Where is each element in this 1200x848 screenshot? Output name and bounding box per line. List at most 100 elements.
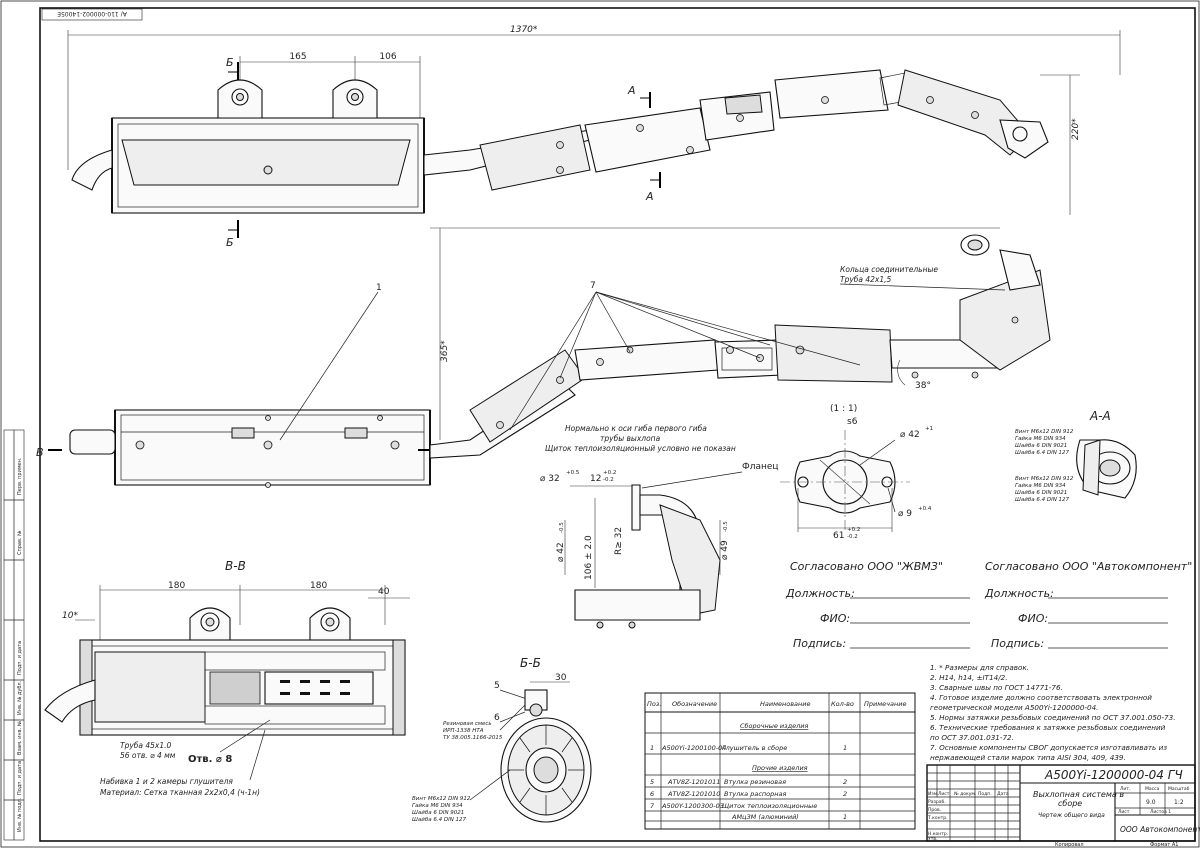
aa-bolt1-line: Винт М6х12 DIN 912 [1015, 429, 1074, 435]
section-vv-title: В-В [225, 559, 246, 573]
approval-left-signature: Подпись: [793, 637, 846, 650]
spec-table: Поз. Обозначение Наименование Кол-во При… [644, 692, 916, 830]
tb-name-1: Выхлопная система в [1033, 790, 1124, 799]
note-line: нержавеющей стали марок типа AISI 304, 4… [930, 753, 1126, 762]
top-view: 1370* 165 106 Б Б [67, 25, 1121, 249]
pipe-dim-12-up: +0.2 [603, 470, 616, 476]
aa-bolt2-line: Винт М6х12 DIN 912 [1015, 476, 1074, 482]
spec-row-qty: 1 [843, 813, 847, 821]
spec-header: Поз. [647, 700, 661, 708]
tb-mass: Масса [1145, 786, 1160, 792]
section-aa-title: А-А [1089, 409, 1111, 423]
vv-mat-note-2: Материал: Сетка тканная 2х2х0,4 (ч-1н) [100, 788, 260, 797]
heat-shield [774, 69, 889, 119]
approval-right-name: ФИО: [1018, 612, 1048, 625]
flange-scale: (1 : 1) [830, 404, 857, 414]
note-line: 4. Готовое изделие должно соответствоват… [930, 693, 1152, 702]
tailpipe [71, 149, 113, 191]
front-view: 365* В В [36, 227, 1051, 488]
bb-bolt-line: Шайба 6.4 DIN 127 [412, 817, 467, 823]
note-line: геометрической модели А500Yi-1200000-04. [930, 703, 1098, 712]
vv-holes: Отв. ⌀ 8 [188, 754, 232, 765]
heat-shield [479, 124, 591, 191]
pipe-d42: ⌀ 42 [556, 542, 566, 562]
spec-header: Обозначение [672, 700, 717, 708]
flange-d42: ⌀ 42 [900, 430, 920, 440]
spec-row-name: Щиток теплоизоляционные [722, 802, 817, 810]
section-b-top: Б [226, 56, 234, 69]
pipe-dim-12: 12 [590, 474, 601, 484]
spec-row-pos: 1 [650, 744, 654, 752]
tb-label: Дата [997, 791, 1009, 797]
note-line: 1. * Размеры для справок. [930, 663, 1029, 672]
section-bb-title: Б-Б [520, 656, 541, 670]
vv-pipe-note-1: Труба 45х1.0 [120, 741, 172, 750]
spec-row-pos: 6 [650, 790, 654, 798]
flange-d9: ⌀ 9 [898, 509, 912, 519]
rings-note-1: Кольца соединительные [840, 265, 938, 274]
spec-section: Прочие изделия [752, 764, 808, 772]
note-line: 3. Сварные швы по ГОСТ 14771-76. [930, 683, 1063, 692]
tb-mass-value: 9.0 [1146, 799, 1156, 806]
spec-row-pos: 7 [650, 802, 655, 810]
flange-width-up: +0.2 [847, 527, 860, 533]
section-bb: Б-Б 30 5 6 Резиновая смесь ИРП-1338 НТА … [412, 656, 592, 823]
section-b-bottom: Б [226, 236, 234, 249]
note-line: по ОСТ 37.001.031-72. [930, 733, 1014, 742]
flange-d9-tol: +0.4 [918, 506, 932, 512]
callout-1: 1 [376, 283, 382, 293]
flange-detail: (1 : 1) s6 Фланец ⌀ 42 +1 ⌀ 9 +0.4 61 +0… [641, 404, 933, 541]
bb-rubber-line: ТУ 38.005.1166-2015 [443, 735, 503, 741]
pipe-d32-tol: +0.5 [566, 470, 580, 476]
spec-header: Примечание [864, 700, 906, 708]
vv-dim-10: 10* [62, 611, 78, 621]
note-line: 7. Основные компоненты СВОГ допускается … [930, 743, 1167, 752]
axis-note-3: Щиток теплоизоляционный условно не показ… [545, 444, 736, 453]
strip-label: Взам. инв. № [17, 720, 23, 755]
dim-106: 106 [379, 52, 396, 62]
bb-bolt-line: Шайба 6 DIN 9021 [412, 810, 464, 816]
flange-thickness: s6 [847, 417, 858, 427]
aa-bolt2-line: Шайба 6.4 DIN 127 [1015, 497, 1070, 503]
note-line: 2. Н14, h14, ±IT14/2. [930, 673, 1008, 682]
heat-shield [897, 69, 1031, 156]
vv-dim-180a: 180 [168, 581, 185, 591]
aa-bolt2-line: Гайка М6 DIN 934 [1015, 483, 1066, 489]
spec-row-qty: 2 [843, 778, 847, 786]
heat-shield [774, 324, 893, 383]
strip-label: Справ. № [17, 530, 23, 555]
corner-code: А/ 110-000002-14005Е [57, 10, 127, 17]
tb-name-3: Чертеж общего вида [1038, 812, 1105, 819]
tb-name-2: сборе [1058, 799, 1082, 808]
tb-label: № докум. [954, 791, 976, 797]
dim-165: 165 [289, 52, 306, 62]
pipe-detail: ⌀ 32 +0.5 12 +0.2 -0.2 ⌀ 42 -0.5 106 ± 2… [540, 470, 730, 629]
bb-callout-5: 5 [494, 681, 500, 691]
spec-row-code: А500Y-1200300-03 [661, 802, 724, 810]
spec-header: Кол-во [831, 700, 854, 708]
spec-row-qty: 2 [843, 790, 847, 798]
flange-d42-tol: +1 [925, 426, 933, 432]
aa-bolt1-line: Шайба 6.4 DIN 127 [1015, 450, 1070, 456]
tb-designation: А500Yi-1200000-04 ГЧ [1044, 768, 1183, 782]
strip-label: Инв. № дубл. [17, 680, 23, 715]
spec-header: Наименование [760, 700, 811, 708]
spec-row-code: АТV8Z-1201010 [667, 790, 720, 798]
callout-7: 7 [590, 281, 596, 291]
strip-label: Подп. и дата [17, 761, 23, 795]
title-block: Изм. Лист № докум. Подп. Дата Разраб. Пр… [926, 764, 1200, 842]
tb-sheets: Листов 1 [1150, 809, 1171, 815]
muffler-front [114, 409, 431, 486]
tb-lit: Лит. [1120, 786, 1130, 792]
spec-section: Сборочные изделия [740, 722, 808, 730]
vv-dim-40: 40 [378, 587, 390, 597]
tb-scale-label: Масштаб [1168, 786, 1190, 792]
spec-row-code: А500Yi-1200100-04 [661, 744, 726, 752]
tb-label: Пров. [928, 807, 941, 813]
strip-label: Перв. примен. [17, 457, 23, 495]
pipe-d42-tol: -0.5 [559, 522, 565, 533]
spec-row-name: Втулка распорная [724, 790, 786, 798]
spec-row-name: АМцЗМ (алюминий) [731, 813, 799, 821]
bracket-left [217, 79, 263, 119]
